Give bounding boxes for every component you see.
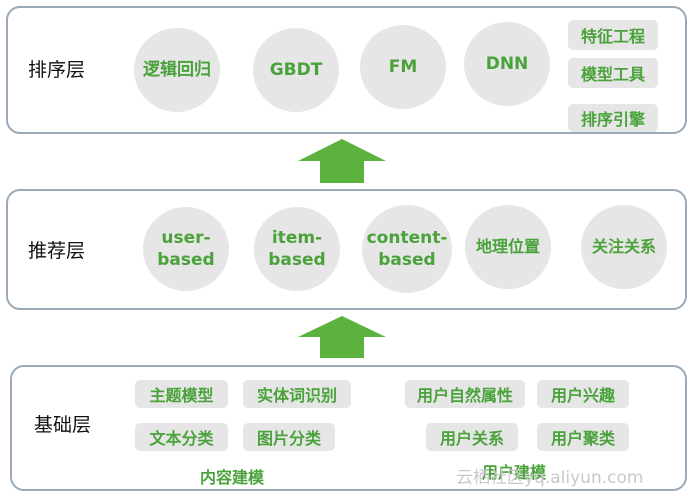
tool-model-tools: 模型工具	[568, 58, 658, 88]
method-follow-relation: 关注关系	[581, 205, 667, 289]
tool-ranking-engine: 排序引擎	[568, 104, 658, 132]
method-item-based: item- based	[254, 207, 340, 291]
user-relations: 用户关系	[426, 423, 518, 451]
content-entity-recognition: 实体词识别	[243, 380, 351, 408]
foundation-layer-label: 基础层	[34, 414, 92, 436]
content-image-classification: 图片分类	[243, 423, 335, 451]
model-gbdt: GBDT	[253, 28, 339, 112]
tool-feature-engineering: 特征工程	[568, 20, 658, 50]
user-clustering: 用户聚类	[537, 423, 629, 451]
model-dnn: DNN	[464, 22, 550, 106]
method-user-based: user- based	[143, 207, 229, 291]
up-arrow-icon	[298, 316, 386, 358]
recommendation-layer-box	[6, 189, 687, 310]
content-topic-model: 主题模型	[135, 380, 228, 408]
ranking-layer-label: 排序层	[28, 59, 86, 81]
up-arrow-icon	[298, 139, 386, 183]
content-text-classification: 文本分类	[135, 423, 228, 451]
method-geolocation: 地理位置	[465, 205, 551, 289]
model-fm: FM	[360, 25, 446, 109]
user-natural-attributes: 用户自然属性	[405, 380, 525, 408]
method-content-based: content- based	[362, 205, 452, 293]
content-modeling-title: 内容建模	[200, 468, 265, 487]
user-modeling-title: 用户建模	[482, 463, 547, 482]
recommendation-layer-label: 推荐层	[28, 240, 86, 262]
user-interests: 用户兴趣	[537, 380, 629, 408]
model-logistic-regression: 逻辑回归	[134, 28, 220, 112]
watermark: 云栖社区yq.aliyun.com	[456, 468, 644, 488]
